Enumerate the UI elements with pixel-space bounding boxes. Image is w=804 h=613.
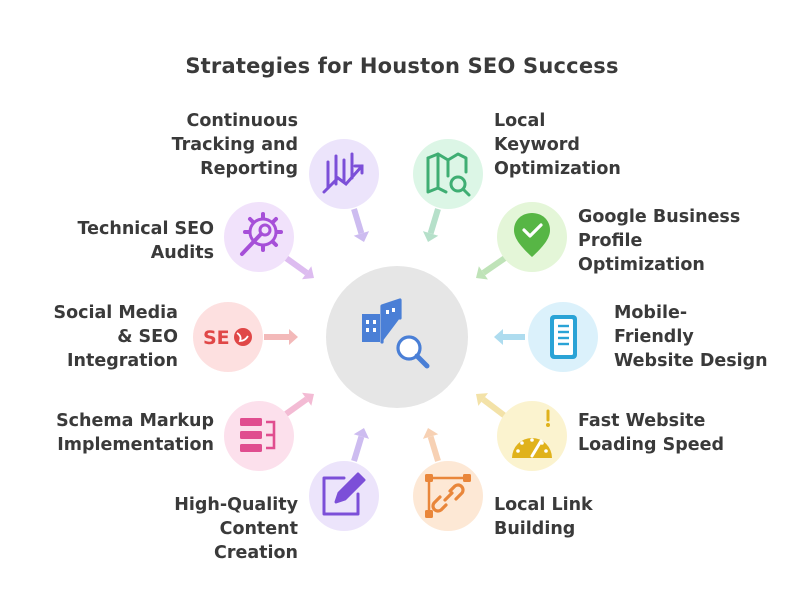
strategy-node-keyword — [413, 139, 483, 209]
arrow-gbp — [481, 255, 507, 276]
arrow-links — [427, 435, 441, 462]
strategy-node-tracking — [309, 139, 379, 209]
strategy-label-social: Social Media & SEO Integration — [53, 303, 178, 371]
strategy-node-mobile — [528, 302, 598, 372]
gear-search-icon — [240, 212, 283, 256]
arrow-tracking — [351, 208, 365, 235]
chart-trend-icon — [322, 152, 364, 194]
structured-list-icon — [240, 418, 276, 452]
strategy-label-gbp: Google Business Profile Optimization — [578, 207, 741, 275]
strategy-node-audits — [224, 202, 294, 272]
center-circle — [326, 266, 468, 408]
diagram-title: Strategies for Houston SEO Success — [185, 54, 619, 78]
arrow-speed — [481, 397, 507, 419]
map-search-icon — [426, 152, 471, 197]
arrows — [264, 208, 525, 462]
strategy-label-audits: Technical SEO Audits — [77, 219, 214, 263]
link-chain-icon — [425, 474, 471, 518]
strategy-label-schema: Schema Markup Implementation — [56, 411, 214, 455]
strategy-label-keyword: Local Keyword Optimization — [494, 111, 621, 179]
center-hub — [326, 266, 468, 408]
arrow-head-gbp — [476, 266, 488, 280]
strategy-node-links — [413, 461, 483, 531]
svg-text:SE: SE — [203, 327, 230, 349]
arrow-head-links — [422, 428, 439, 439]
arrow-audits — [284, 255, 309, 276]
strategy-label-speed: Fast Website Loading Speed — [578, 411, 724, 455]
arrow-content — [351, 435, 365, 462]
map-pin-check-icon — [514, 213, 550, 257]
arrow-head-schema — [302, 392, 314, 406]
mobile-phone-icon — [550, 315, 577, 359]
seo-globe-icon: SE — [203, 327, 252, 349]
strategy-node-schema — [224, 401, 294, 471]
strategy-node-social: SE — [193, 302, 263, 372]
arrow-head-content — [353, 428, 370, 439]
strategy-node-speed — [497, 401, 567, 471]
strategy-node-content — [309, 461, 379, 531]
buildings-search-icon — [362, 298, 430, 369]
arrow-head-social — [289, 329, 298, 345]
strategy-node-gbp — [497, 202, 567, 272]
speedometer-icon — [512, 409, 552, 458]
strategy-label-links: Local Link Building — [494, 495, 593, 539]
arrow-keyword — [427, 208, 441, 235]
strategy-label-tracking: Continuous Tracking and Reporting — [171, 111, 298, 179]
strategy-label-content: High-Quality Content Creation — [174, 495, 298, 563]
arrow-head-keyword — [422, 231, 439, 242]
edit-pen-icon — [322, 472, 366, 516]
arrow-schema — [284, 396, 309, 417]
strategy-label-mobile: Mobile- Friendly Website Design — [614, 303, 768, 371]
arrow-head-audits — [302, 266, 314, 280]
arrow-head-mobile — [494, 329, 503, 345]
arrow-head-speed — [476, 393, 489, 406]
arrow-head-tracking — [353, 231, 370, 242]
